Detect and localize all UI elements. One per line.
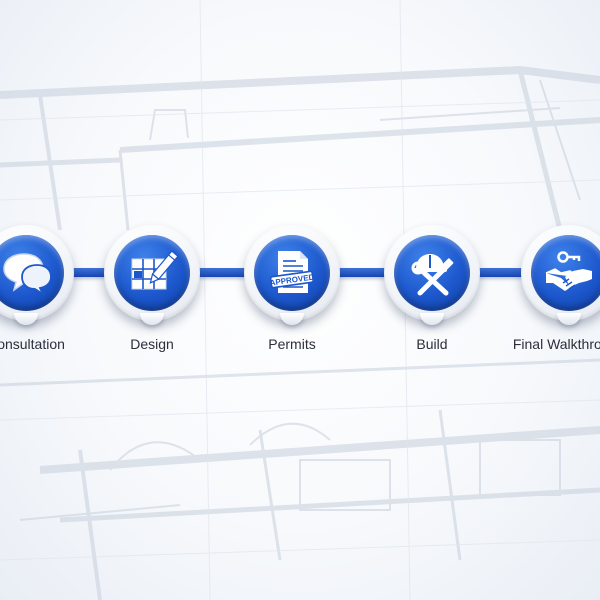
step-build[interactable] bbox=[384, 225, 480, 325]
approved-document-icon: APPROVED bbox=[269, 251, 315, 293]
step-tab bbox=[140, 313, 164, 325]
step-badge bbox=[394, 235, 470, 311]
step-badge bbox=[531, 235, 600, 311]
step-label-build: Build bbox=[416, 336, 448, 352]
step-tab bbox=[420, 313, 444, 325]
step-badge bbox=[114, 235, 190, 311]
step-label-design: Design bbox=[130, 336, 174, 352]
step-tab bbox=[557, 313, 581, 325]
step-permits[interactable]: APPROVED bbox=[244, 225, 340, 325]
step-label-final-walkthrough: Final Walkthrough bbox=[512, 336, 600, 352]
hard-hat-hammer-wrench-icon bbox=[411, 254, 454, 296]
step-label-consultation: Consultation bbox=[0, 336, 65, 352]
step-consultation[interactable] bbox=[0, 225, 74, 325]
step-final-walkthrough[interactable] bbox=[521, 225, 600, 325]
key-handshake-icon bbox=[545, 251, 592, 291]
step-design[interactable] bbox=[104, 225, 200, 325]
step-tab bbox=[280, 313, 304, 325]
step-badge: APPROVED bbox=[254, 235, 330, 311]
speech-bubbles-icon bbox=[3, 253, 52, 297]
step-badge bbox=[0, 235, 64, 311]
step-label-permits: Permits bbox=[268, 336, 316, 352]
step-tab bbox=[14, 313, 38, 325]
blueprint-pencil-icon bbox=[131, 250, 178, 290]
